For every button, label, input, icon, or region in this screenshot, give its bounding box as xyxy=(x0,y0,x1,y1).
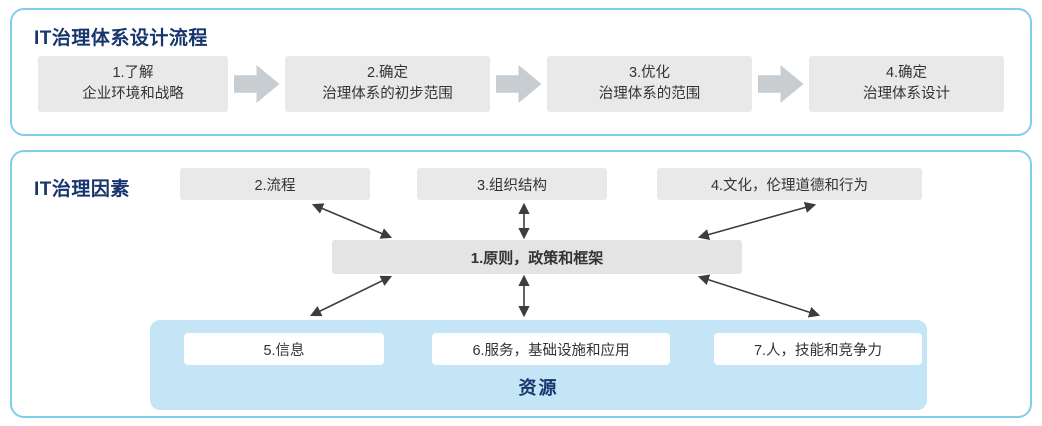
factor-box-people-skills: 7.人，技能和竞争力 xyxy=(714,333,922,365)
process-step-1-line1: 1.了解 xyxy=(112,64,154,81)
resource-area: 5.信息 6.服务，基础设施和应用 7.人，技能和竞争力 资源 xyxy=(150,320,927,410)
process-step-3-line2: 治理体系的范围 xyxy=(598,86,701,102)
process-step-4-line1: 4.确定 xyxy=(885,64,928,81)
factor-box-org-structure: 3.组织结构 xyxy=(417,168,607,200)
process-step-2-line1: 2.确定 xyxy=(366,64,409,81)
factors-panel-title: IT治理因素 xyxy=(34,179,130,200)
process-step-2: 2.确定 治理体系的初步范围 xyxy=(285,56,490,112)
factor-box-services: 6.服务，基础设施和应用 xyxy=(432,333,670,365)
process-step-3: 3.优化 治理体系的范围 xyxy=(547,56,752,112)
factor-box-culture: 4.文化，伦理道德和行为 xyxy=(657,168,922,200)
process-step-4-line2: 治理体系设计 xyxy=(863,86,950,102)
flow-arrow-icon-2 xyxy=(495,65,542,103)
factors-panel: IT治理因素 2.流程 3.组织结构 4.文化，伦理道德和行为 1.原则，政策和… xyxy=(10,150,1032,418)
process-steps-row: 1.了解 企业环境和战略 2.确定 治理体系的初步范围 3.优化 治理体系的范围… xyxy=(12,56,1030,112)
flow-arrow-icon-3 xyxy=(757,65,804,103)
flow-arrow-icon-1 xyxy=(233,65,280,103)
process-step-1: 1.了解 企业环境和战略 xyxy=(38,56,228,112)
factor-box-information: 5.信息 xyxy=(184,333,384,365)
factor-box-principles: 1.原则，政策和框架 xyxy=(332,240,742,274)
process-panel-title: IT治理体系设计流程 xyxy=(34,28,208,49)
process-step-4: 4.确定 治理体系设计 xyxy=(809,56,1004,112)
process-step-3-line1: 3.优化 xyxy=(628,64,671,81)
process-panel: IT治理体系设计流程 1.了解 企业环境和战略 2.确定 治理体系的初步范围 3… xyxy=(10,8,1032,136)
factor-box-process: 2.流程 xyxy=(180,168,370,200)
resource-label: 资源 xyxy=(518,378,559,398)
process-step-1-line2: 企业环境和战略 xyxy=(82,86,184,102)
process-step-2-line2: 治理体系的初步范围 xyxy=(322,86,453,102)
